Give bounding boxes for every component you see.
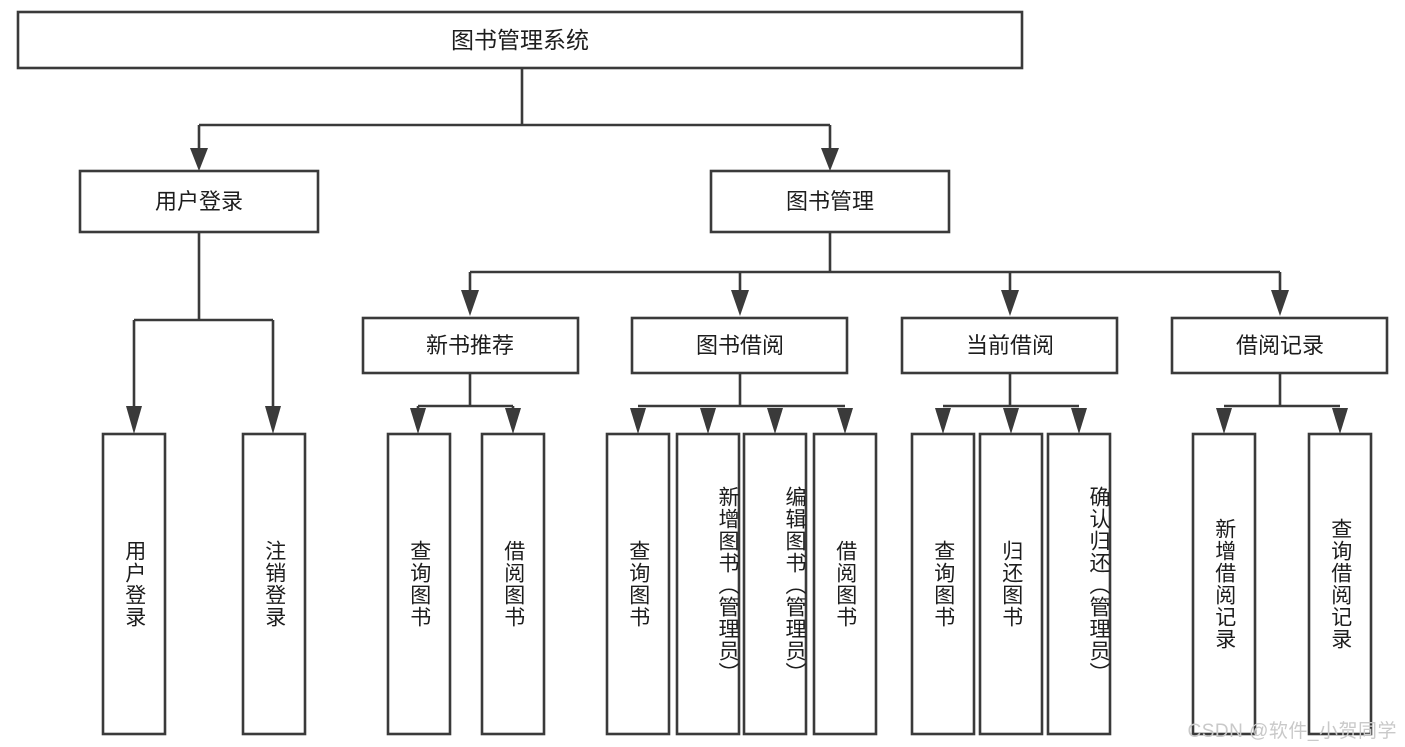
current-borrow-label: 当前借阅 — [966, 333, 1054, 358]
new-book-recommend-label: 新书推荐 — [426, 333, 514, 358]
new-book-recommend-box[interactable] — [361, 316, 580, 375]
borrow-record-box[interactable] — [1170, 316, 1389, 375]
connector-root-to-level1 — [190, 68, 839, 171]
book-borrow-label: 图书借阅 — [696, 333, 784, 358]
book-manage-label: 图书管理 — [786, 189, 874, 214]
connector-book-borrow-to-leaves — [630, 373, 853, 434]
leaf-box-nbr-query-book[interactable] — [386, 432, 452, 736]
arrow-to-leaf-logout — [265, 406, 281, 434]
leaf-box-bb-borrow-book[interactable] — [812, 432, 878, 736]
node-current-borrow[interactable]: 当前借阅 — [900, 316, 1119, 375]
leaf-box-br-query-record[interactable] — [1307, 432, 1373, 736]
leaf-box-cb-confirm-return[interactable] — [1046, 432, 1112, 736]
leaf-box-bb-edit-book[interactable] — [742, 432, 808, 736]
arrow-to-current-borrow — [1001, 290, 1019, 316]
leaf-box-nbr-borrow-book[interactable] — [480, 432, 546, 736]
leaf-box-user-login[interactable] — [101, 432, 167, 736]
book-manage-box[interactable] — [709, 169, 951, 234]
leaf-box-logout[interactable] — [241, 432, 307, 736]
root-label: 图书管理系统 — [451, 27, 589, 53]
node-book-borrow[interactable]: 图书借阅 — [630, 316, 849, 375]
arrow-to-leaf-br-query — [1332, 408, 1348, 434]
connector-user-login-to-leaves — [126, 232, 281, 434]
arrow-to-book-borrow — [731, 290, 749, 316]
leaf-box-cb-return-book[interactable] — [978, 432, 1044, 736]
node-borrow-record[interactable]: 借阅记录 — [1170, 316, 1389, 375]
arrow-to-leaf-user-login — [126, 406, 142, 434]
user-login-label: 用户登录 — [155, 189, 243, 214]
arrow-to-book-manage — [821, 148, 839, 171]
connector-book-manage-to-level2 — [461, 232, 1289, 316]
connector-current-borrow-to-leaves — [935, 373, 1087, 434]
leaf-box-bb-query-book[interactable] — [605, 432, 671, 736]
node-new-book-recommend[interactable]: 新书推荐 — [361, 316, 580, 375]
current-borrow-box[interactable] — [900, 316, 1119, 375]
book-borrow-box[interactable] — [630, 316, 849, 375]
arrow-to-user-login — [190, 148, 208, 171]
borrow-record-label: 借阅记录 — [1236, 333, 1324, 358]
node-root[interactable]: 图书管理系统 — [16, 10, 1024, 70]
leaf-box-cb-query-book[interactable] — [910, 432, 976, 736]
arrow-to-leaf-nbr-query — [410, 408, 426, 434]
arrow-to-leaf-br-add — [1216, 408, 1232, 434]
arrow-to-new-book-recommend — [461, 290, 479, 316]
connector-borrow-record-to-leaves — [1216, 373, 1348, 434]
arrow-to-leaf-nbr-borrow — [505, 408, 521, 434]
leaf-box-bb-add-book[interactable] — [675, 432, 741, 736]
arrow-to-leaf-bb-add — [700, 408, 716, 434]
node-user-login[interactable]: 用户登录 — [78, 169, 320, 234]
arrow-to-leaf-cb-query — [935, 408, 951, 434]
root-box[interactable] — [16, 10, 1024, 70]
arrow-to-leaf-bb-query — [630, 408, 646, 434]
connector-new-book-recommend-to-leaves — [410, 373, 521, 434]
node-book-manage[interactable]: 图书管理 — [709, 169, 951, 234]
arrow-to-borrow-record — [1271, 290, 1289, 316]
leaf-boxes-group — [101, 432, 1373, 736]
csdn-watermark: CSDN @软件_小贺同学 — [1187, 721, 1397, 742]
arrow-to-leaf-cb-confirm — [1071, 408, 1087, 434]
arrow-to-leaf-bb-borrow — [837, 408, 853, 434]
arrow-to-leaf-bb-edit — [767, 408, 783, 434]
arrow-to-leaf-cb-return — [1003, 408, 1019, 434]
leaf-box-br-add-record[interactable] — [1191, 432, 1257, 736]
